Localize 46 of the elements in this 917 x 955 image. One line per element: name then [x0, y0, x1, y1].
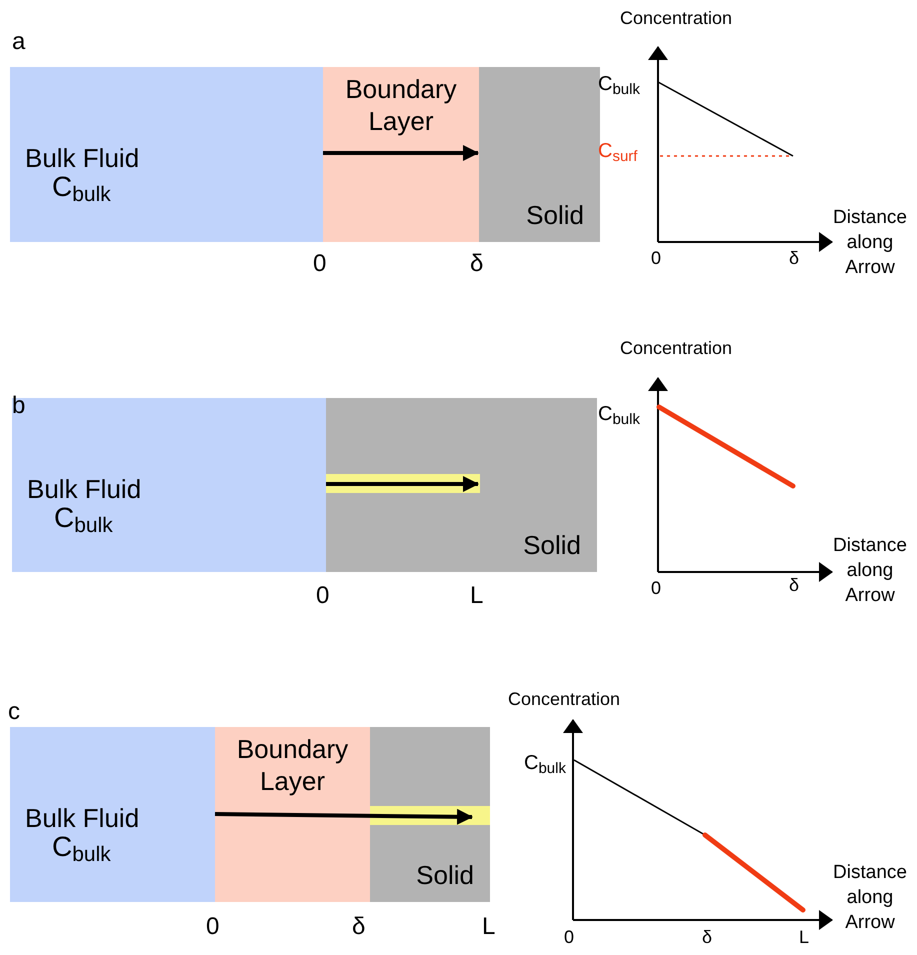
solid-region — [326, 398, 597, 572]
axis-value-label: C$_{bulk}$ — [524, 753, 566, 773]
region-label: Boundary Layer — [344, 73, 458, 137]
region-label: Bulk Fluid — [25, 805, 140, 831]
axis-label: Concentration — [508, 690, 620, 708]
arrow — [214, 808, 473, 825]
bulk-fluid-region — [10, 67, 323, 242]
tick-label: δ — [702, 928, 712, 946]
region-label: Solid — [416, 862, 474, 888]
panel-letter: a — [12, 30, 26, 54]
axis-label: Distance along Arrow — [832, 861, 908, 935]
axis-value-label: C$_{bulk}$ — [598, 74, 640, 94]
arrow — [323, 145, 479, 161]
axis-value-label: C$_{bulk}$ — [598, 404, 640, 424]
tick-label: δ — [789, 576, 800, 594]
position-label: L — [470, 584, 484, 608]
panel-letter: c — [8, 700, 20, 724]
position-label: δ — [470, 252, 484, 276]
region-label: Bulk Fluid — [25, 145, 140, 171]
tick-label: L — [799, 928, 810, 946]
region-label: Solid — [526, 202, 584, 228]
axis-label: Concentration — [620, 339, 732, 357]
position-label: 0 — [206, 915, 220, 939]
boundary-layer-region — [215, 727, 370, 902]
tick-label: 0 — [651, 579, 662, 597]
axis-value-label: C$_{surf}$ — [598, 141, 638, 161]
region-label: Boundary Layer — [236, 733, 350, 797]
position-label: L — [482, 915, 496, 939]
region-label: Solid — [523, 532, 581, 558]
position-label: 0 — [316, 584, 330, 608]
axis-label: Distance along Arrow — [832, 534, 908, 608]
bulk-fluid-region — [10, 727, 215, 902]
region-label: Bulk Fluid — [27, 476, 142, 502]
tick-label: δ — [789, 249, 800, 267]
panel-letter: b — [12, 394, 26, 418]
position-label: δ — [352, 915, 366, 939]
tick-label: 0 — [564, 928, 574, 946]
concentration-label: C$_{bulk}$ — [54, 504, 113, 532]
concentration-label: C$_{bulk}$ — [52, 833, 111, 861]
boundary-layer-region — [323, 67, 479, 242]
axis-label: Distance along Arrow — [832, 206, 908, 280]
position-label: 0 — [313, 252, 326, 276]
concentration-label: C$_{bulk}$ — [52, 173, 111, 201]
axis-label: Concentration — [620, 9, 732, 27]
solid-region — [479, 67, 600, 242]
tick-label: 0 — [651, 249, 662, 267]
